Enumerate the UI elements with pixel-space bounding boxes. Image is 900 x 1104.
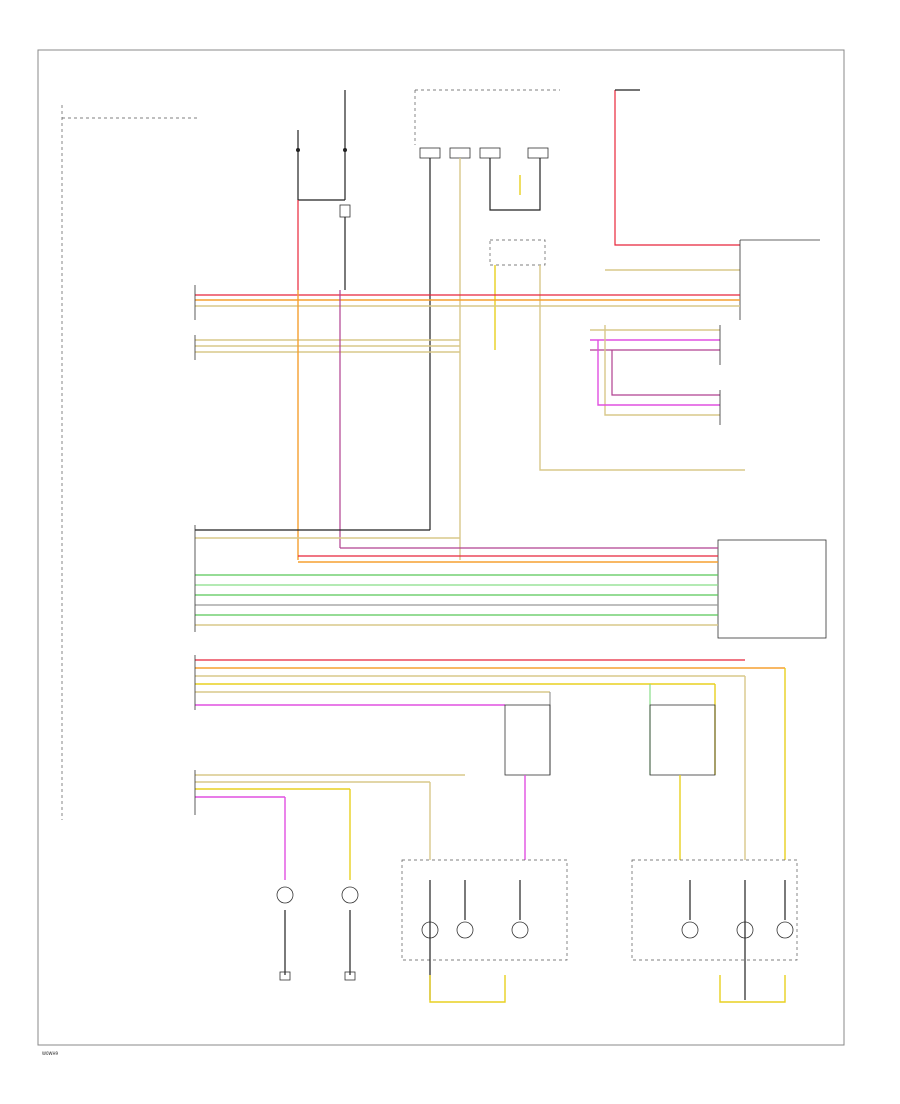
left-module-boundary: [61, 105, 200, 820]
lower-harness: [195, 659, 786, 860]
right-fog-bulb: [341, 886, 359, 904]
fog-switch-box: [489, 239, 546, 266]
switch-connector-1: [419, 147, 441, 159]
switch-connector-4: [527, 147, 549, 159]
diagram-code: W0WH9: [42, 1051, 58, 1056]
switch-box: [414, 89, 560, 145]
left-lamp-harness: [195, 774, 465, 975]
power-feed-group: [296, 90, 351, 290]
right-module-upper: [739, 239, 820, 320]
upper-harness: [195, 290, 740, 560]
switch-connector-2: [449, 147, 471, 159]
mid-harness: [195, 529, 718, 626]
diagram-frame: [37, 49, 845, 1046]
left-lower-module: [504, 704, 551, 776]
mid-module: [717, 539, 827, 639]
switch-connector-3: [479, 147, 501, 159]
left-fog-bulb: [276, 886, 294, 904]
sensor-loops: [590, 325, 721, 425]
left-headlamp-assembly: [401, 859, 568, 961]
right-lower-module: [649, 704, 716, 776]
right-headlamp-assembly: [631, 859, 798, 961]
